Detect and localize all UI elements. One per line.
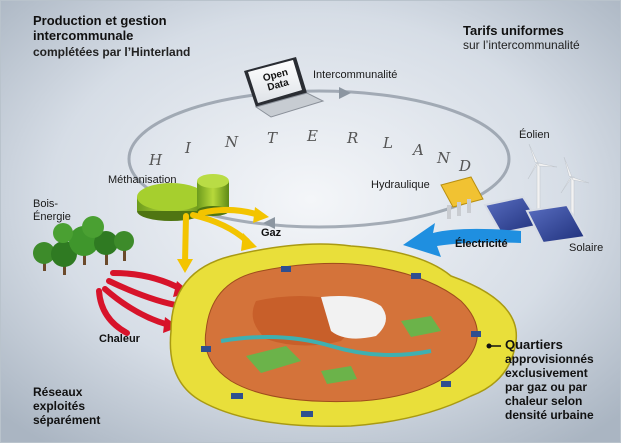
label-eolien: Éolien <box>519 129 550 141</box>
note-quartiers-line4: chaleur selon <box>505 394 583 408</box>
hinterland-ring <box>127 89 511 229</box>
ring-arrowhead-bottom <box>263 217 275 229</box>
label-electricite: Électricité <box>455 238 508 250</box>
hinterland-letter-7: L <box>383 134 394 152</box>
electricity-arrow <box>403 223 521 257</box>
subtitle-intercommunalite: sur l’intercommunalité <box>463 38 580 52</box>
note-quartiers-line2: exclusivement <box>505 366 588 380</box>
ring-arrowhead-top <box>339 87 351 99</box>
heat-arrows <box>96 270 184 336</box>
bois-line2: Énergie <box>33 211 71 223</box>
solar-panel-icon <box>483 195 587 245</box>
note-quartiers: Quartiers approvisionnés exclusivement p… <box>505 337 594 423</box>
label-intercommunalite: Intercommunalité <box>313 69 398 81</box>
subtitle-hinterland: complétées par l’Hinterland <box>33 45 191 59</box>
note-reseaux-line1: Réseaux <box>33 385 83 399</box>
title-line1: Production et gestion <box>33 13 167 28</box>
label-bois-energie: Bois- Énergie <box>33 198 71 224</box>
hinterland-letter-3: N <box>225 133 240 151</box>
gas-arrowhead-down <box>177 259 193 273</box>
title-line2: intercommunale <box>33 28 134 43</box>
note-quartiers-line3: par gaz ou par <box>505 380 588 394</box>
note-quartiers-line1: approvisionnés <box>505 352 594 366</box>
hinterland-letter-4: T <box>267 129 279 147</box>
hinterland-letter-8: A <box>413 141 425 159</box>
note-reseaux: Réseaux exploités séparément <box>33 385 100 427</box>
forest-icon <box>33 216 134 275</box>
hinterland-letter-5: E <box>307 127 319 145</box>
hinterland-letter-9: N <box>437 149 452 167</box>
label-gaz: Gaz <box>261 227 282 239</box>
title-production-gestion: Production et gestion intercommunale <box>33 13 167 43</box>
hinterland-letter-10: D <box>459 157 473 175</box>
note-quartiers-title: Quartiers <box>505 337 563 352</box>
hinterland-letter-6: R <box>347 129 360 147</box>
title-tarifs-uniformes: Tarifs uniformes <box>463 23 564 38</box>
laptop-icon <box>244 57 325 118</box>
label-chaleur: Chaleur <box>99 333 140 345</box>
note-quartiers-line5: densité urbaine <box>505 408 594 422</box>
gas-arrowhead-right <box>253 207 269 223</box>
note-reseaux-line2: exploités <box>33 399 86 413</box>
wind-turbine-icon <box>527 143 590 238</box>
label-solaire: Solaire <box>569 242 604 254</box>
hydraulic-turbine-icon <box>440 176 484 219</box>
urban-district-illustration <box>169 243 518 428</box>
quartiers-leader-dot <box>486 343 492 349</box>
note-reseaux-line3: séparément <box>33 413 101 427</box>
gas-arrowhead-right-down <box>241 233 257 251</box>
label-methanisation: Méthanisation <box>108 174 177 186</box>
bois-line1: Bois- <box>33 198 59 210</box>
hinterland-letter-2: I <box>185 139 192 157</box>
hinterland-letter-1: H <box>149 151 164 169</box>
label-hydraulique: Hydraulique <box>371 179 430 191</box>
